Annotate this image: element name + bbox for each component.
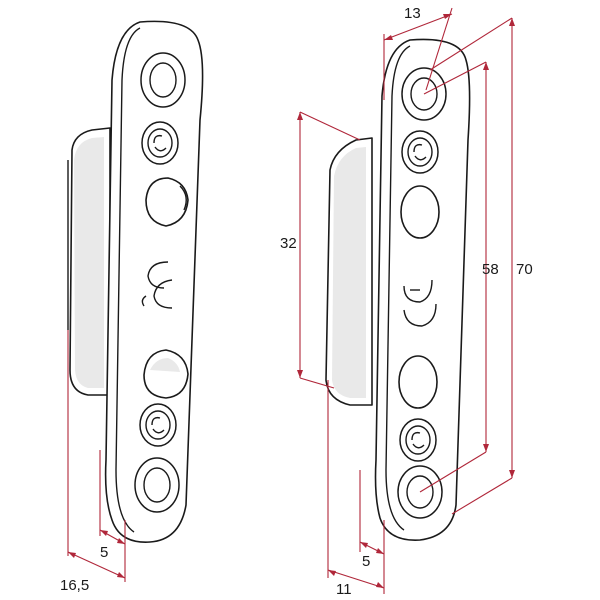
left-lower-cam <box>143 349 189 399</box>
dim-right-top: 13 <box>404 5 421 22</box>
left-upper-cam <box>145 177 189 227</box>
left-upper-bolt <box>141 121 179 165</box>
dim-left-plate: 5 <box>100 544 108 561</box>
ce-mark-right <box>403 279 437 327</box>
right-hinge-part <box>325 38 471 541</box>
right-dimensions <box>297 7 515 594</box>
left-lower-bolt <box>139 403 177 447</box>
right-upper-bolt <box>401 130 439 174</box>
left-top-hole <box>140 52 186 108</box>
ce-mark <box>141 261 173 309</box>
right-upper-cam <box>400 185 440 239</box>
right-lower-bolt <box>399 418 437 462</box>
dim-right-bottom: 11 <box>336 581 352 598</box>
left-bottom-hole <box>134 457 180 513</box>
dim-right-hole-spacing: 58 <box>482 261 499 278</box>
dim-left-total: 16,5 <box>60 577 89 594</box>
left-hinge-part <box>67 20 204 543</box>
right-lower-cam <box>398 355 438 409</box>
dim-right-base-height: 32 <box>280 235 297 252</box>
left-dimensions <box>67 330 126 582</box>
dim-right-total-height: 70 <box>516 261 533 278</box>
dim-right-plate: 5 <box>362 553 370 570</box>
